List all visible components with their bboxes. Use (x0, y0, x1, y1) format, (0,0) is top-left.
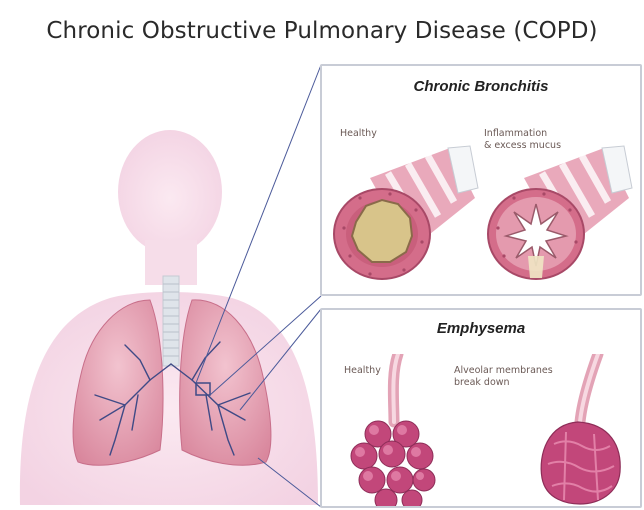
inflamed-airway (484, 138, 634, 288)
trachea (163, 276, 179, 366)
chronic-bronchitis-title: Chronic Bronchitis (322, 78, 640, 95)
damaged-alveoli (518, 354, 638, 506)
head-silhouette (118, 130, 222, 254)
emphysema-title: Emphysema (322, 320, 640, 337)
chronic-bronchitis-panel: Chronic Bronchitis Healthy Inflammation … (320, 64, 642, 296)
healthy-alveoli (336, 354, 456, 506)
emphysema-panel: Emphysema Healthy Alveolar membranes bre… (320, 308, 642, 508)
healthy-airway (330, 138, 480, 288)
